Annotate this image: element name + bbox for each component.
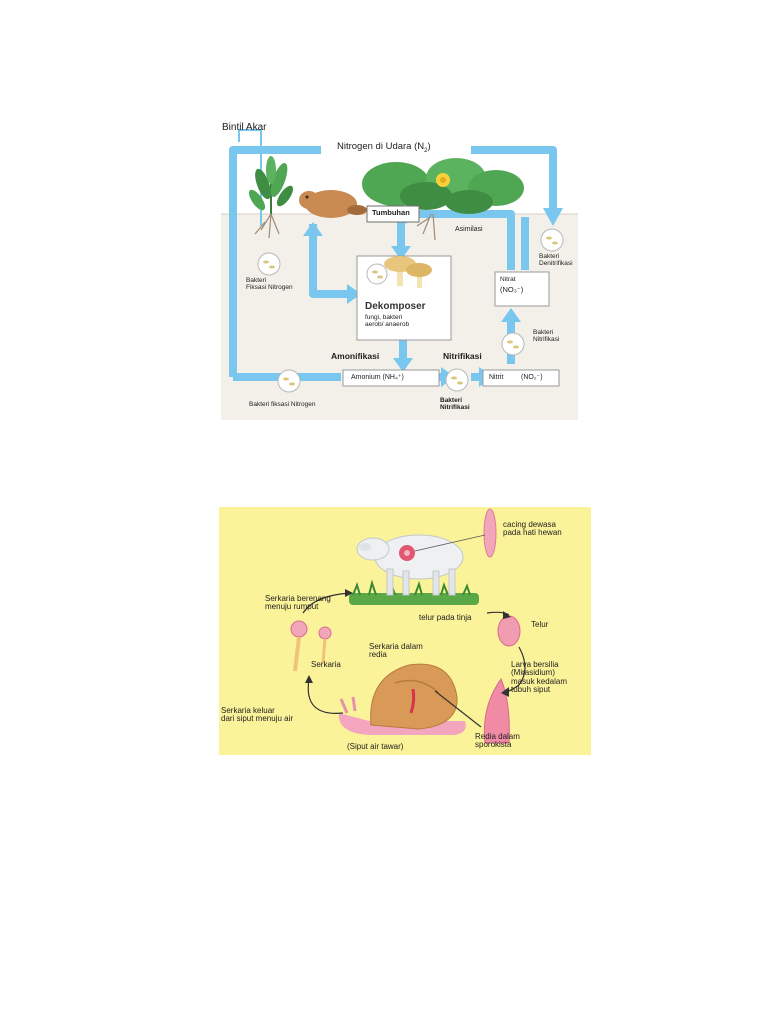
label-larva-bersilia: Larva bersilia (Mirasidium) masuk kedala… bbox=[511, 660, 568, 695]
label-bakteri-nitrifikasi-bottom-line1: Bakteri bbox=[440, 397, 463, 404]
label-serkaria-dalam-redia-line1: Serkaria dalam bbox=[369, 642, 423, 651]
bacteria-icons bbox=[257, 228, 564, 393]
label-cacing-dewasa-line1: cacing dewasa bbox=[503, 520, 556, 529]
label-serkaria: Serkaria bbox=[311, 660, 341, 669]
label-nitrogen-udara-sub: 2 bbox=[424, 147, 428, 154]
label-serkaria-berenang-line1: Serkaria berenang bbox=[265, 594, 331, 603]
label-bakteri-fiksasi-top-line2: Fiksasi Nitrogen bbox=[246, 283, 293, 291]
label-larva-bersilia-line3: masuk kedalam bbox=[511, 676, 568, 686]
label-serkaria-keluar: Serkaria keluar dari siput menuju air bbox=[221, 706, 294, 724]
label-dekomposer-desc-line2: aerob/ anaerob bbox=[365, 320, 410, 328]
label-bakteri-denitrifikasi-line2: Denitrifikasi bbox=[539, 259, 573, 267]
adult-fluke bbox=[483, 508, 497, 558]
sporocyst bbox=[483, 677, 510, 744]
label-nitrifikasi: Nitrifikasi bbox=[443, 351, 482, 361]
label-bakteri-fiksasi-bottom: Bakteri fiksasi Nitrogen bbox=[249, 401, 316, 408]
label-serkaria-dalam-redia-line2: redia bbox=[369, 650, 387, 660]
label-bakteri-fiksasi-top-line1: Bakteri bbox=[246, 277, 267, 284]
amonium-box bbox=[342, 369, 440, 387]
nitrogen-cycle-artwork bbox=[221, 129, 578, 420]
big-plant bbox=[362, 158, 524, 241]
label-serkaria-keluar-line1: Serkaria keluar bbox=[221, 706, 275, 715]
label-bakteri-nitrifikasi-bottom-line2: Nitrifikasi bbox=[440, 403, 470, 411]
snail bbox=[338, 663, 466, 735]
label-nitrit: Nitrit bbox=[489, 374, 504, 381]
label-nitrat-text: Nitrat bbox=[500, 276, 516, 283]
label-serkaria-keluar-line2: dari siput menuju air bbox=[221, 714, 294, 724]
label-siput-air-tawar: (Siput air tawar) bbox=[347, 742, 404, 751]
label-nitrogen-udara: Nitrogen di Udara (N2) bbox=[335, 141, 433, 155]
label-larva-bersilia-line4: tubuh siput bbox=[511, 685, 551, 695]
label-bakteri-nitrifikasi-right-line1: Bakteri bbox=[533, 329, 554, 336]
label-nitrogen-udara-close: ) bbox=[427, 141, 431, 152]
label-larva-bersilia-line1: Larva bersilia bbox=[511, 660, 559, 669]
label-nitrit-formula: (NO₂⁻) bbox=[521, 374, 543, 381]
label-cacing-dewasa-line2: pada hati hewan bbox=[503, 528, 562, 538]
label-redia-dalam-sporokista-line1: Redia dalam bbox=[475, 732, 520, 741]
label-bakteri-nitrifikasi-right: Bakteri Nitrifikasi bbox=[533, 329, 560, 344]
label-asimilasi: Asimilasi bbox=[455, 226, 483, 233]
label-bakteri-nitrifikasi-bottom: Bakteri Nitrifikasi bbox=[440, 397, 470, 412]
label-bakteri-fiksasi-top: Bakteri Fiksasi Nitrogen bbox=[246, 277, 293, 292]
label-amonium: Amonium (NH₄⁺) bbox=[351, 374, 404, 381]
fluke-cycle-artwork bbox=[290, 508, 526, 744]
cercaria bbox=[290, 620, 332, 672]
label-bintil-akar: Bintil Akar bbox=[222, 122, 267, 133]
label-nitrat-formula: (NO₃⁻) bbox=[500, 284, 524, 294]
label-nitrogen-udara-text: Nitrogen di Udara (N bbox=[337, 141, 425, 152]
sheep bbox=[356, 534, 464, 596]
fluke-arrowheads bbox=[305, 589, 511, 697]
tumbuhan-box bbox=[366, 205, 420, 223]
mushrooms bbox=[366, 256, 432, 288]
label-bakteri-denitrifikasi-line1: Bakteri bbox=[539, 253, 560, 260]
label-redia-dalam-sporokista: Redia dalam sporokista bbox=[475, 732, 520, 750]
animal bbox=[299, 190, 367, 218]
label-dekomposer: Dekomposer bbox=[365, 301, 426, 312]
bacteria-cells bbox=[263, 236, 558, 386]
label-cacing-dewasa: cacing dewasa pada hati hewan bbox=[503, 520, 562, 538]
label-serkaria-berenang-line2: menuju rumput bbox=[265, 602, 319, 612]
label-bakteri-denitrifikasi: Bakteri Denitrifikasi bbox=[539, 253, 573, 268]
fluke-cycle-arrows bbox=[302, 592, 526, 728]
label-serkaria-berenang: Serkaria berenang menuju rumput bbox=[265, 594, 331, 612]
label-tumbuhan: Tumbuhan bbox=[372, 208, 410, 217]
label-dekomposer-desc-line1: fungi, bakteri bbox=[365, 314, 403, 321]
label-telur: Telur bbox=[531, 620, 549, 629]
left-plant bbox=[248, 156, 294, 239]
grass bbox=[349, 579, 479, 605]
liver-fluke-cycle-diagram: cacing dewasa pada hati hewan Serkaria b… bbox=[219, 507, 591, 755]
nitrogen-cycle-diagram: Bintil Akar Nitrogen di Udara (N2) Tumbu… bbox=[221, 122, 578, 420]
nitrit-box bbox=[482, 369, 560, 387]
label-amonifikasi: Amonifikasi bbox=[331, 351, 380, 361]
label-redia-dalam-sporokista-line2: sporokista bbox=[475, 740, 512, 750]
label-dekomposer-desc: fungi, bakteri aerob/ anaerob bbox=[365, 314, 410, 329]
egg bbox=[497, 615, 521, 647]
label-nitrat: Nitrat (NO₃⁻) bbox=[500, 276, 524, 294]
nitrat-box bbox=[494, 271, 550, 307]
label-bakteri-nitrifikasi-right-line2: Nitrifikasi bbox=[533, 335, 560, 343]
label-telur-pada-tinja: telur pada tinja bbox=[419, 613, 472, 622]
label-larva-bersilia-line2: (Mirasidium) bbox=[511, 668, 555, 678]
label-serkaria-dalam-redia: Serkaria dalam redia bbox=[369, 642, 423, 660]
